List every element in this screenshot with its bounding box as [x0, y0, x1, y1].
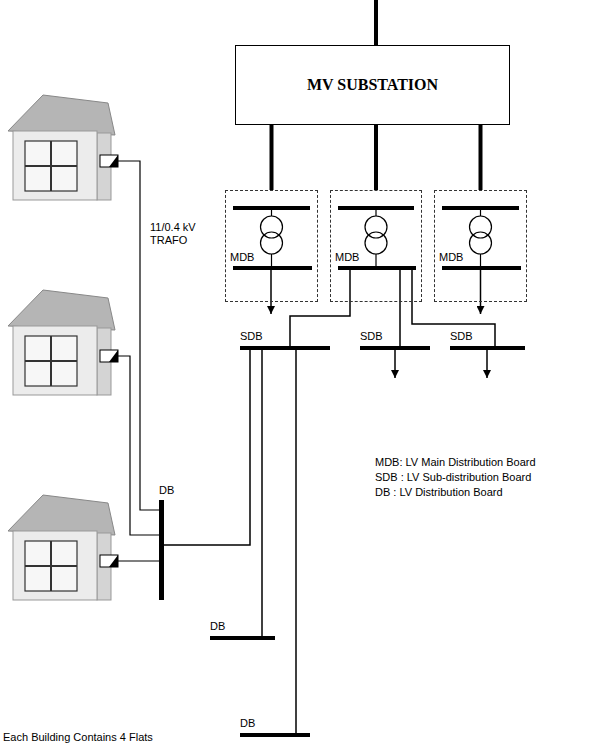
feeder-cable	[290, 302, 350, 346]
house	[8, 495, 118, 600]
transformer-unit: MDB	[434, 190, 527, 302]
note-text: DB : LV Distribution Board	[375, 486, 503, 498]
note-text: SDB : LV Sub-distribution Board	[375, 471, 531, 483]
transformer-unit: MDB	[225, 190, 318, 302]
transformer-symbol	[226, 191, 317, 301]
meter-box	[100, 555, 118, 567]
board-label: MDB	[439, 251, 463, 263]
feeder-cable	[261, 350, 263, 636]
feeder-cable	[164, 350, 250, 545]
transformer-symbol	[331, 191, 421, 301]
board-label: SDB	[360, 330, 383, 342]
board-label: MDB	[230, 251, 254, 263]
busbar: SDB	[240, 346, 330, 350]
board-label: DB	[159, 484, 174, 496]
feeder-cable	[399, 302, 401, 346]
house	[8, 95, 118, 200]
incoming-feeder	[374, 0, 378, 45]
feeder-cable	[412, 302, 495, 346]
busbar: SDB	[360, 346, 430, 350]
substation-label: MV SUBSTATION	[307, 76, 438, 94]
note-text: MDB: LV Main Distribution Board	[375, 456, 536, 468]
transformer-symbol	[435, 191, 526, 301]
board-label: DB	[240, 717, 255, 729]
feeder-cable	[270, 125, 274, 190]
house-illustration	[8, 95, 118, 600]
transformer-rating: 11/0.4 kV TRAFO	[150, 221, 212, 247]
busbar: DB	[159, 500, 164, 600]
board-label: SDB	[240, 330, 263, 342]
busbar: DB	[210, 636, 275, 640]
outgoing-feeders	[271, 268, 487, 378]
meter-box	[100, 350, 118, 362]
board-label: DB	[210, 620, 225, 632]
caption-text: Each Building Contains 4 Flats	[3, 731, 153, 743]
feeder-cable	[295, 350, 297, 733]
busbar: SDB	[450, 346, 525, 350]
substation-box: MV SUBSTATION	[235, 45, 510, 125]
feeder-cable	[374, 125, 378, 190]
feeder-cable	[479, 125, 483, 190]
busbar: DB	[240, 733, 310, 737]
board-label: MDB	[335, 251, 359, 263]
transformer-unit: MDB	[330, 190, 422, 302]
meter-box	[100, 155, 118, 167]
board-label: SDB	[450, 330, 473, 342]
house	[8, 290, 118, 395]
